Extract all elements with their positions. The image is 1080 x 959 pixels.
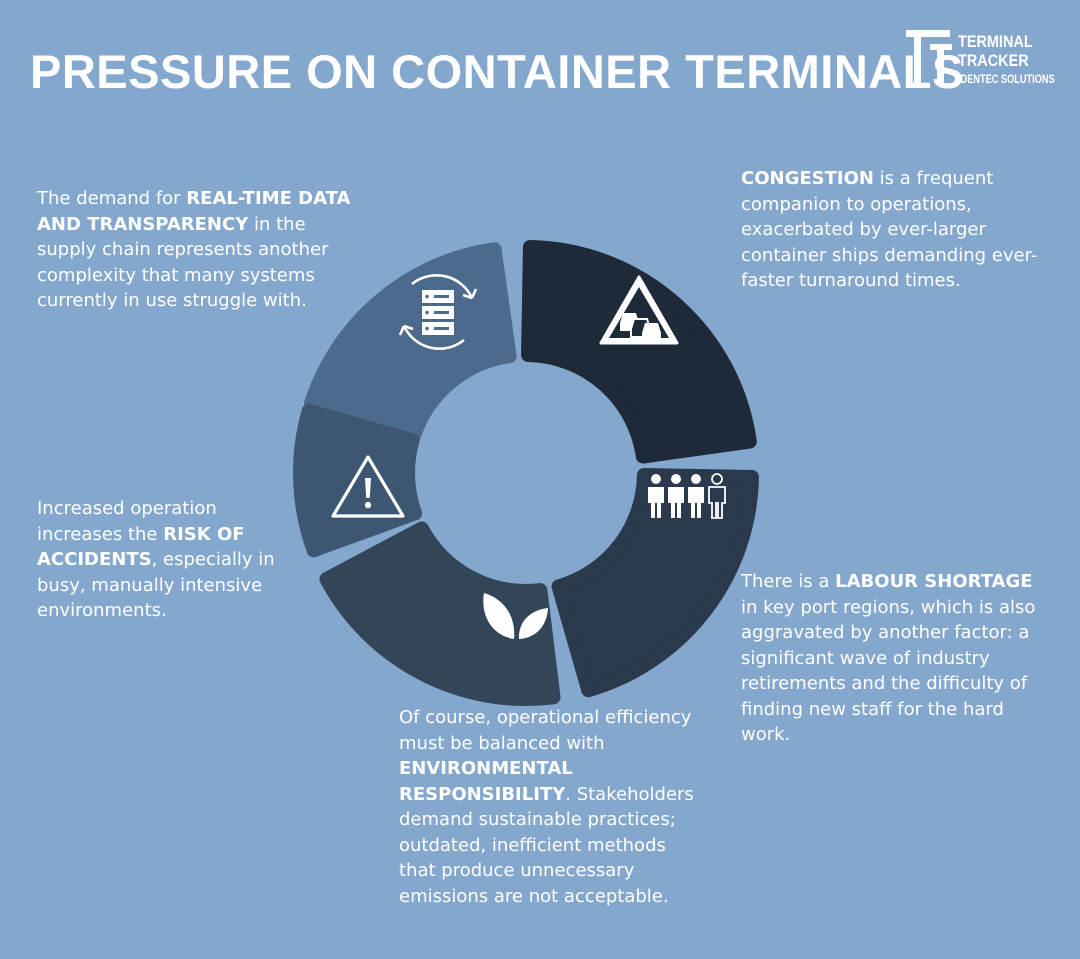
ring-segment-realtime [304, 242, 517, 444]
terminal-tracker-logo: TERMINAL TRACKER IDENTEC SOLUTIONS [906, 30, 1056, 92]
congestion-bold: CONGESTION [741, 168, 874, 189]
logo-subline: IDENTEC SOLUTIONS [958, 74, 1055, 86]
environment-text: Of course, operational efficiency must b… [399, 705, 699, 909]
accidents-post: , especially in busy, manually intensive… [37, 549, 275, 621]
ring-segment-accidents [293, 403, 423, 558]
realtime-pre: The demand for [37, 188, 187, 209]
page-title: PRESSURE ON CONTAINER TERMINALS [30, 45, 964, 98]
environment-post: . Stakeholders demand sustainable practi… [399, 783, 694, 907]
leaves-icon [483, 593, 548, 639]
traffic-warning-icon [599, 275, 679, 345]
realtime-post: in the supply chain represents another c… [37, 213, 329, 312]
environment-pre: Of course, operational efficiency must b… [399, 707, 692, 754]
warning-icon [331, 455, 405, 518]
labour-shortage-text: There is a LABOUR SHORTAGE in key port r… [741, 569, 1041, 748]
logo-line2: TRACKER [958, 51, 1029, 70]
labour-post: in key port regions, which is also aggra… [741, 596, 1036, 746]
ring-segment-labour [551, 468, 759, 698]
realtime-bold: REAL-TIME DATA AND TRANSPARENCY [37, 188, 351, 235]
logo-mark-icon [906, 30, 952, 85]
ring-segment-congestion [521, 240, 757, 464]
congestion-post: is a frequent companion to operations, e… [741, 168, 1038, 291]
labour-pre: There is a [741, 571, 836, 592]
accidents-pre: Increased operation increases the [37, 498, 217, 545]
ring-segment-environment [319, 521, 561, 706]
workers-icon [648, 473, 726, 519]
server-sync-icon [398, 274, 478, 350]
labour-bold: LABOUR SHORTAGE [835, 571, 1033, 592]
realtime-data-text: The demand for REAL-TIME DATA AND TRANSP… [37, 186, 362, 314]
congestion-text: CONGESTION is a frequent companion to op… [741, 166, 1041, 294]
logo-line1: TERMINAL [958, 32, 1033, 51]
accidents-bold: RISK OF ACCIDENTS [37, 523, 245, 571]
environment-bold: ENVIRONMENTAL RESPONSIBILITY [399, 758, 573, 805]
accidents-text: Increased operation increases the RISK O… [37, 496, 307, 624]
